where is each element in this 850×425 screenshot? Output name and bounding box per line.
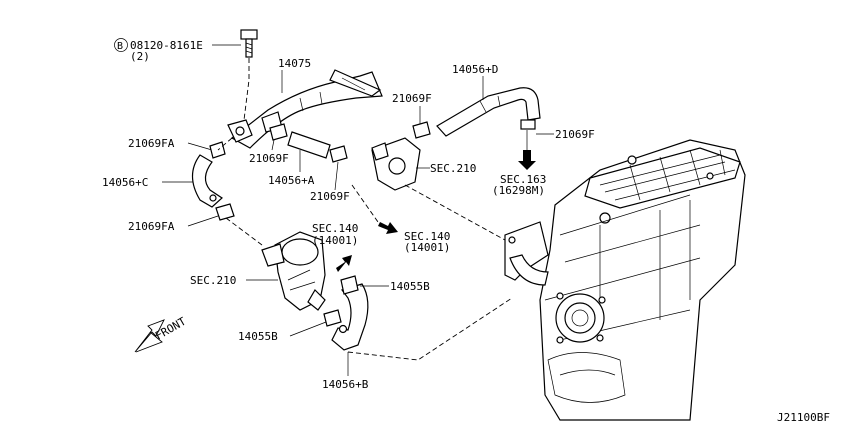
label-sec210-left: SEC.210 — [190, 274, 236, 287]
label-sec210-right: SEC.210 — [430, 162, 476, 175]
label-14055b-right: 14055B — [390, 280, 430, 293]
label-sec163: SEC.163 — [500, 173, 546, 186]
bolt-circle-symbol — [114, 38, 128, 52]
bolt — [240, 29, 258, 58]
arrow-sec140-left — [336, 255, 352, 272]
label-sec163-sub: (16298M) — [492, 184, 545, 197]
label-sec140-right-sub: (14001) — [404, 241, 450, 254]
bolt-circle-letter: B — [117, 41, 123, 52]
hose-14056-a — [269, 123, 348, 163]
label-14075: 14075 — [278, 57, 311, 70]
diagram-code: J21100BF — [777, 411, 830, 424]
label-bolt: 08120-8161E — [130, 39, 203, 52]
label-front: FRONT — [153, 315, 189, 343]
label-21069fa-top: 21069FA — [128, 137, 175, 150]
label-21069f-mid: 21069F — [249, 152, 289, 165]
label-14055b-left: 14055B — [238, 330, 278, 343]
label-sec140-left: SEC.140 — [312, 222, 358, 235]
engine-block — [504, 139, 746, 421]
label-21069fa-bottom: 21069FA — [128, 220, 175, 233]
label-21069f-right: 21069F — [555, 128, 595, 141]
label-14056-c: 14056+C — [102, 176, 148, 189]
thermostat-housing — [371, 137, 421, 191]
hose-14056-c — [191, 154, 223, 208]
label-14056-d: 14056+D — [452, 63, 498, 76]
arrow-sec163 — [518, 150, 536, 170]
label-14056-b: 14056+B — [322, 378, 369, 391]
label-14056-a: 14056+A — [268, 174, 315, 187]
label-21069f-low: 21069F — [310, 190, 350, 203]
hose-14056-d — [436, 87, 541, 137]
label-sec140-left-sub: (14001) — [312, 234, 358, 247]
front-direction-arrow — [134, 319, 165, 353]
label-bolt-qty: (2) — [130, 50, 150, 63]
water-outlet-housing — [261, 231, 326, 311]
arrow-sec140-right — [378, 222, 398, 234]
label-21069f-top: 21069F — [392, 92, 432, 105]
label-sec140-right: SEC.140 — [404, 230, 450, 243]
hose-14056-b — [323, 275, 369, 351]
